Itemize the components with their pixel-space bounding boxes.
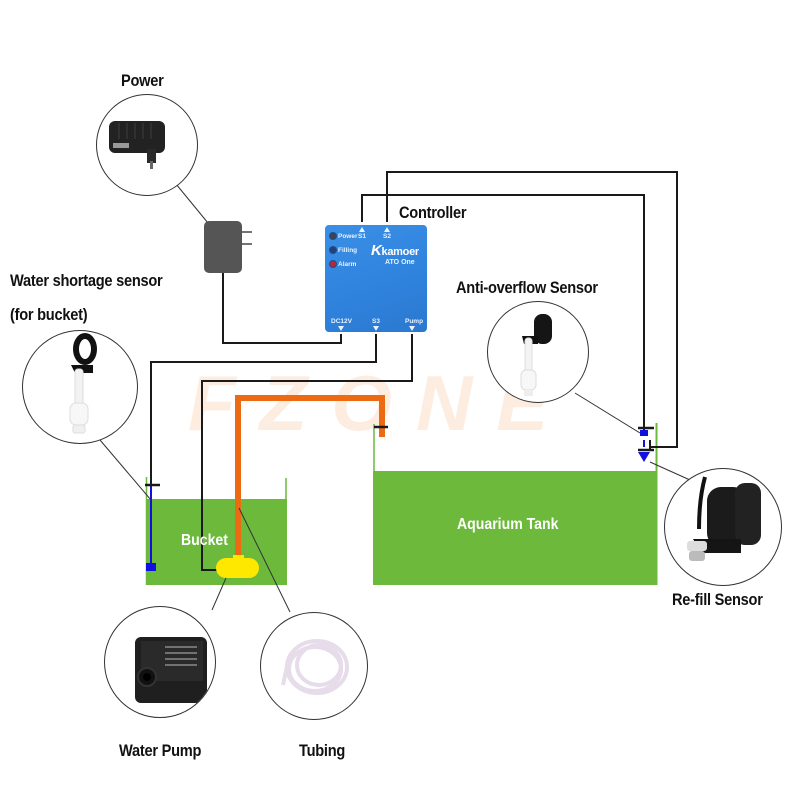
label-power: Power <box>121 71 164 90</box>
refill-sensor-photo <box>664 468 782 586</box>
tubing-photo <box>260 612 368 720</box>
pointer-refill <box>649 461 691 481</box>
controller: S1 S2 Power Filling Alarm Kkamoer ATO On… <box>325 225 427 332</box>
label-anti-overflow-sensor: Anti-overflow Sensor <box>456 278 598 297</box>
aquarium-tank <box>373 423 658 585</box>
pointer-water-shortage <box>99 439 152 501</box>
refill-sensor-icon <box>687 476 761 561</box>
pointer-tubing <box>238 507 291 613</box>
pointer-pump <box>211 577 227 611</box>
tank-sensors-symbol <box>638 426 654 462</box>
port-s3: S3 <box>372 318 380 325</box>
label-water-pump: Water Pump <box>119 741 202 760</box>
pointer-anti-overflow <box>574 392 641 434</box>
label-bucket: Bucket <box>181 532 228 549</box>
float-sensor-icon <box>69 333 97 434</box>
power-adapter-icon <box>109 121 165 169</box>
power-adapter-symbol <box>204 221 252 273</box>
controller-model: ATO One <box>385 259 415 266</box>
alarm-led <box>329 260 337 268</box>
watermark: FZONE <box>188 359 573 447</box>
wire-pump <box>201 334 413 571</box>
indicator-power: Power <box>338 233 358 240</box>
filling-led <box>329 246 337 254</box>
brand-logo-icon: K <box>371 242 382 259</box>
label-for-bucket: (for bucket) <box>10 305 88 324</box>
dc12v-port-arrow <box>338 326 344 331</box>
s1-port-arrow <box>359 227 365 232</box>
wire-s2 <box>386 171 678 448</box>
label-controller: Controller <box>399 203 467 222</box>
power-adapter-photo <box>96 94 198 196</box>
port-s1: S1 <box>358 233 366 240</box>
indicator-alarm: Alarm <box>338 261 357 268</box>
controller-brand: Kkamoer <box>371 242 419 259</box>
anti-overflow-sensor-photo <box>487 301 589 403</box>
tubing-icon <box>281 639 349 695</box>
s2-port-arrow <box>384 227 390 232</box>
indicator-filling: Filling <box>338 247 358 254</box>
water-shortage-sensor-photo <box>22 330 138 444</box>
tank-water <box>373 471 657 585</box>
label-refill-sensor: Re-fill Sensor <box>672 590 763 609</box>
pointer-lines <box>99 183 691 613</box>
pump-symbol <box>216 555 259 578</box>
water-pump-icon <box>135 637 207 703</box>
water-pump-photo <box>104 606 216 718</box>
label-aquarium-tank: Aquarium Tank <box>457 516 559 533</box>
pointer-power <box>175 183 209 224</box>
port-pump: Pump <box>405 318 424 325</box>
label-tubing: Tubing <box>299 741 346 760</box>
wires <box>150 171 678 571</box>
power-led <box>329 232 337 240</box>
float-sensor-icon <box>520 314 552 396</box>
label-water-shortage-sensor: Water shortage sensor <box>10 271 163 290</box>
port-s2: S2 <box>383 233 391 240</box>
port-dc12v: DC12V <box>331 318 352 325</box>
s3-port-arrow <box>373 326 379 331</box>
wire-s3 <box>150 334 377 484</box>
water-shortage-sensor-symbol <box>145 483 160 571</box>
tubing-line <box>235 395 385 560</box>
wire-dc12v <box>222 272 342 344</box>
wire-s1 <box>361 194 645 430</box>
pump-port-arrow <box>409 326 415 331</box>
